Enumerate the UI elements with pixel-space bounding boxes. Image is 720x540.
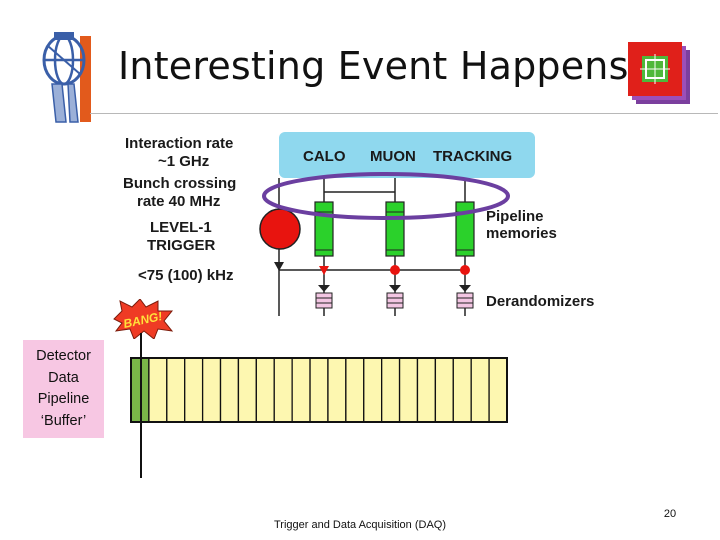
detector-subsystems-box: [279, 132, 535, 178]
trigger-node-3: [460, 265, 470, 275]
buffer-cell: [273, 357, 293, 423]
buffer-cell: [381, 357, 401, 423]
pipeline-buffer: [130, 333, 508, 478]
trigger-node-2: [390, 265, 400, 275]
buffer-cell: [363, 357, 383, 423]
output-rate-label: <75 (100) kHz: [138, 267, 233, 284]
derandomizers-label: Derandomizers: [486, 293, 594, 310]
buffer-cell: [345, 357, 365, 423]
buffer-label-line-4: ‘Buffer’: [40, 412, 87, 429]
bunch-crossing-rate: rate 40 MHz: [137, 193, 220, 210]
calo-label: CALO: [303, 148, 346, 165]
detector-logo-icon: [628, 42, 690, 104]
derandomizer-3: [456, 285, 474, 309]
buffer-cell: [416, 357, 437, 423]
pipeline-label-1: Pipeline: [486, 208, 544, 225]
buffer-label: Detector Data Pipeline ‘Buffer’: [23, 340, 104, 438]
trigger-arrow-1: [319, 266, 329, 275]
buffer-cell: [434, 357, 454, 423]
pipeline-memory-1: [314, 201, 334, 257]
buffer-cell: [237, 357, 257, 423]
experiment-logo-icon: [42, 32, 91, 123]
pipeline-memory-2: [385, 201, 405, 257]
buffer-label-line-3: Pipeline: [37, 391, 90, 407]
buffer-cell: [148, 357, 168, 423]
buffer-cell: [309, 357, 329, 423]
trigger-arrow-left: [274, 262, 284, 271]
buffer-cell: [452, 357, 472, 423]
level1-label: LEVEL-1: [150, 219, 212, 236]
buffer-cell: [184, 357, 204, 423]
buffer-cell: [219, 357, 240, 423]
footer-text: Trigger and Data Acquisition (DAQ): [274, 519, 446, 531]
buffer-label-line-1: Detector: [36, 348, 91, 364]
slide-title: Interesting Event Happens: [118, 44, 629, 88]
muon-label: MUON: [370, 148, 416, 165]
buffer-cell: [255, 357, 275, 423]
buffer-cell: [327, 357, 347, 423]
interaction-rate-label: Interaction rate: [125, 135, 233, 152]
tracking-label: TRACKING: [433, 148, 512, 165]
page-number: 20: [663, 508, 677, 520]
trigger-wiring: [278, 178, 466, 316]
bang-burst-icon: BANG!: [113, 299, 174, 339]
trigger-label: TRIGGER: [147, 237, 216, 254]
buffer-cell: [291, 357, 311, 423]
derandomizer-2: [386, 285, 404, 309]
buffer-label-line-2: Data: [48, 369, 79, 386]
buffer-cell: [488, 357, 508, 423]
derandomizer-1: [315, 285, 333, 309]
buffer-cell: [166, 357, 186, 423]
buffer-cell: [470, 357, 490, 423]
title-divider: [90, 113, 718, 114]
highlight-ellipse: [262, 172, 510, 220]
level1-trigger-circle: [259, 208, 301, 250]
bunch-crossing-label: Bunch crossing: [123, 175, 236, 192]
buffer-cell: [130, 357, 150, 423]
trigger-diagram: Interaction rate ~1 GHz Bunch crossing r…: [123, 132, 594, 316]
interaction-rate-value: ~1 GHz: [158, 153, 209, 170]
pipeline-label-2: memories: [486, 225, 557, 242]
buffer-cell: [201, 357, 222, 423]
buffer-cell: [398, 357, 419, 423]
